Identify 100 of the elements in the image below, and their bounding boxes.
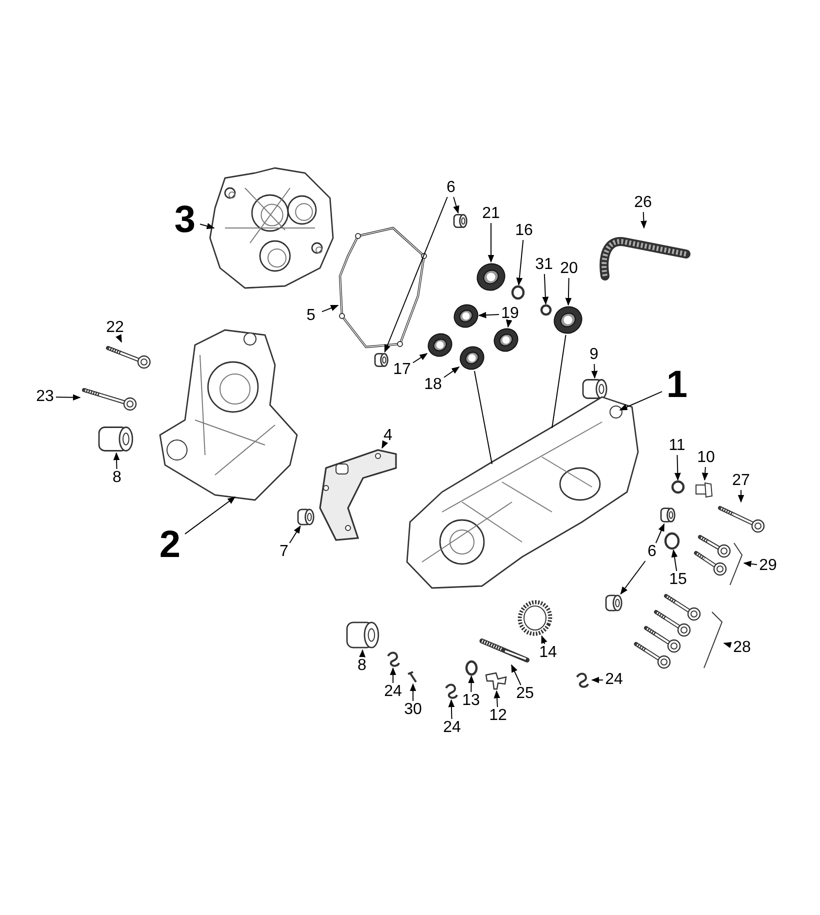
leader-line [591,676,604,684]
callout-number: 12 [487,707,509,725]
alignment-line [552,334,566,428]
callout-number: 27 [730,472,752,490]
callout-number: 15 [667,571,689,589]
leader-line [542,274,549,305]
callout-number: 8 [106,469,128,487]
ball-bearing-drawing [427,332,453,358]
washer-drawing [465,660,478,676]
leader-line [541,635,548,644]
callout-number: 9 [583,346,605,364]
washer-drawing [664,532,680,550]
leader-line [56,394,81,401]
leader-line [723,642,732,648]
leader-line [671,549,678,572]
callout-number: 14 [537,644,559,662]
leader-line [488,222,494,263]
callout-number: 10 [695,449,717,467]
leader-line [494,690,500,708]
callout-number: 23 [34,388,56,406]
leader-line [640,212,647,229]
callout-number: 24 [382,683,404,701]
dowel-pin-drawing [346,620,380,650]
leader-line [468,675,474,692]
sprocket-drawing [518,600,552,636]
callout-number: 6 [440,179,462,197]
leader-line [743,560,758,568]
leader-line [453,196,460,214]
callout-number: 20 [558,260,580,278]
dowel-pin-drawing [660,506,676,524]
clip-drawing [443,682,459,700]
plug-drawing [695,480,713,500]
leader-line [738,490,744,503]
callout-number: 19 [499,305,521,323]
callout-number: 28 [731,639,753,657]
dowel-pin-drawing [453,213,468,229]
leader-line [516,240,524,286]
callout-number: 31 [533,256,555,274]
callout-number: 21 [480,205,502,223]
shaft-drawing [479,637,531,665]
bolt-set-drawing [694,533,744,587]
callout-number: 24 [603,671,625,689]
callout-number: 17 [391,361,413,379]
leader-line [619,391,662,410]
gasket-drawing [338,226,426,350]
leader-line [620,560,646,595]
callout-number: 29 [757,557,779,575]
leader-line [184,496,236,534]
leader-line [289,525,301,544]
leader-line [410,683,416,702]
dowel-pin-drawing [98,425,134,453]
washer-drawing [671,480,685,494]
callout-number: 18 [422,376,444,394]
callout-number: 4 [377,427,399,445]
leader-line [591,364,598,379]
callout-number: 22 [104,319,126,337]
lever-drawing [484,671,508,691]
clip-drawing [574,671,592,689]
callout-number: 3 [170,200,200,240]
leader-line [322,304,339,312]
bolt-set-drawing [632,592,724,670]
callout-number: 8 [351,657,373,675]
alignment-line [474,370,492,464]
callout-number: 25 [514,685,536,703]
leader-line [444,366,460,378]
callout-number: 6 [641,543,663,561]
leader-line [384,196,448,353]
leader-line [511,664,522,686]
leader-line [506,319,512,328]
callout-number: 1 [662,365,692,405]
callout-number: 26 [632,194,654,212]
leader-line [478,312,500,318]
leader-line [448,699,455,720]
dowel-pin-drawing [582,378,608,400]
callout-number: 24 [441,719,463,737]
pin-drawing [407,670,419,684]
callout-number: 7 [273,543,295,561]
clip-drawing [385,650,401,668]
dowel-pin-drawing [605,594,623,612]
leader-line [565,278,572,306]
leader-line [113,452,120,470]
callout-number: 16 [513,222,535,240]
leader-line [200,223,215,230]
leader-line [359,649,366,658]
leader-line [116,334,122,343]
ball-bearing-drawing [493,327,519,353]
ball-bearing-drawing [453,303,479,329]
dowel-pin-drawing [297,508,315,526]
leader-line [382,440,388,449]
callout-number: 2 [155,525,185,565]
leader-line [702,466,708,481]
callout-number: 5 [300,307,322,325]
ball-bearing-drawing [476,262,506,292]
callout-number: 30 [402,701,424,719]
ball-bearing-drawing [459,345,485,371]
washer-drawing [511,285,525,300]
washer-drawing [540,304,552,316]
callout-number: 11 [666,437,688,455]
leader-line [390,667,396,684]
callout-number: 13 [460,692,482,710]
